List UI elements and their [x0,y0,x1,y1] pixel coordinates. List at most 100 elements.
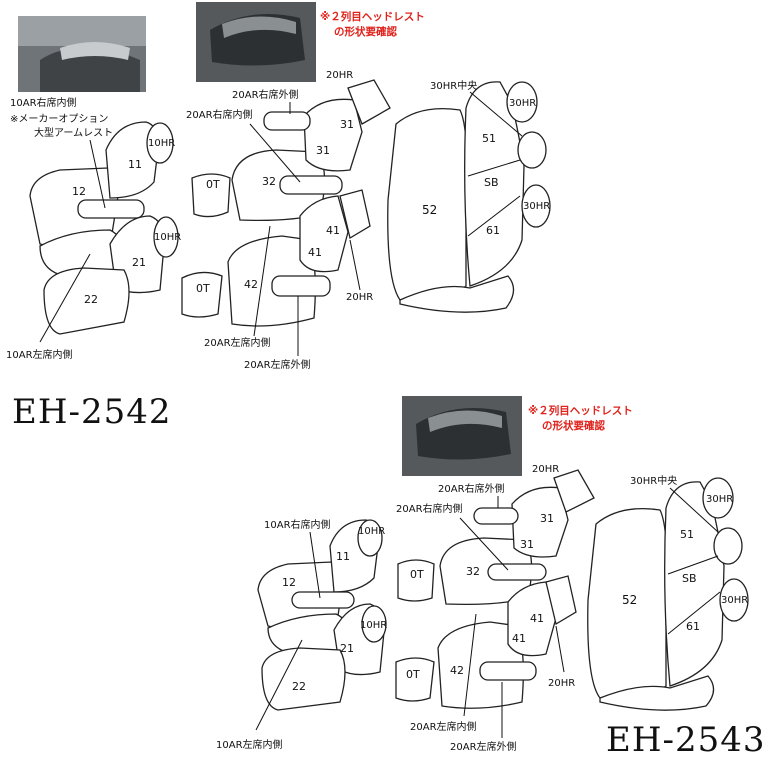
leader-10ar-left [39,253,91,343]
label-20ar-left-outer: 20AR左席外側 [244,358,311,371]
headrest-20hr-top [347,79,391,125]
front-seat-group [29,121,179,335]
leader-10ar-right [309,531,321,599]
seat-num-21: 21 [340,642,354,655]
label-10hr-b: 10HR [154,232,181,243]
headrest-30hr-center [517,131,547,169]
label-20ar-left-inner: 20AR左席内側 [204,336,271,349]
seat-41-back [299,195,349,273]
label-large-armrest: 大型アームレスト [34,126,113,139]
seat-num-11: 11 [336,550,350,563]
leader-armrest [89,139,106,209]
seat-num-51: 51 [482,132,496,145]
leader-10ar-left [255,639,303,731]
armrest-20ar-left-outer [271,275,331,297]
headrest-note-line1: ※２列目ヘッドレスト [320,10,425,23]
label-10ar-left-inner: 10AR左席内側 [6,348,73,361]
leader-20ar-right-inner [249,123,301,183]
label-10ar-left-inner: 10AR左席内側 [216,738,283,751]
armrest-20ar-right-outer [473,507,519,525]
headrest-10hr-front-a [146,122,174,164]
seat-num-42: 42 [244,278,258,291]
headrest-photo [196,2,316,82]
headrest-30hr-center [713,527,743,565]
label-10ar-right-inner: 10AR右席内側 [264,518,331,531]
bench-back-51-61 [464,81,525,287]
label-10ar-right-inner: 10AR右席内側 [10,96,77,109]
seat-num-42: 42 [450,664,464,677]
model-code-eh-2542: EH-2542 [12,392,172,432]
headrest-20hr-bottom [339,189,371,240]
headrest-10hr-front-b [153,216,179,258]
seat-31-back [303,98,363,172]
seat-num-12: 12 [282,576,296,589]
leader-20ar-right-inner [459,517,509,571]
seat-num-0t-a: 0T [206,178,220,191]
armrest-20ar-right-inner [279,175,343,195]
label-10hr-b: 10HR [360,620,387,631]
armrest-20ar-right-outer [263,111,311,131]
label-20ar-right-outer: 20AR右席外側 [232,88,299,101]
label-30hr-b: 30HR [523,201,550,212]
leader-30hr-center [469,91,523,137]
seat-num-sb: SB [484,176,499,189]
headrest-30hr-a [506,81,538,123]
label-20hr-top: 20HR [532,464,559,475]
headrest-10hr-front-a [357,519,383,557]
leader-30hr-center [669,487,719,533]
seat-num-31b: 31 [520,538,534,551]
label-10hr-a: 10HR [148,138,175,149]
ottoman-0t-b [181,271,223,318]
headrest-note-line2: の形状要確認 [334,25,397,38]
seat-num-32: 32 [466,565,480,578]
leader-20ar-left-inner [253,225,271,337]
label-20hr-top: 20HR [326,70,353,81]
headrest-30hr-b [521,184,551,228]
armrest-front [291,591,355,609]
label-20hr-bottom: 20HR [346,292,373,303]
label-20ar-right-inner: 20AR右席内側 [396,502,463,515]
leader-20ar-left-inner [463,613,477,717]
second-row-group [181,79,391,327]
seat-num-61: 61 [486,224,500,237]
seat-num-32: 32 [262,175,276,188]
label-20ar-right-outer: 20AR右席外側 [438,482,505,495]
divider-51-sb [667,555,719,575]
headrest-10hr-front-b [361,605,387,643]
seat-num-31a: 31 [340,118,354,131]
front-seat-group [257,519,387,711]
seat-num-31b: 31 [316,144,330,157]
seat-num-0t-a: 0T [410,568,424,581]
seat-num-52: 52 [622,593,637,607]
seat-num-sb: SB [682,572,697,585]
seat-22 [261,647,346,711]
label-maker-option: ※メーカーオプション [10,113,108,125]
seat-num-41a: 41 [530,612,544,625]
seat-diagram: ※２列目ヘッドレスト の形状要確認 10AR右席内側 ※メーカーオプション 大型… [6,2,551,371]
label-20hr-bottom: 20HR [548,678,575,689]
seat-num-51: 51 [680,528,694,541]
label-10hr-a: 10HR [358,526,385,537]
label-30hr-center: 30HR中央 [630,474,677,487]
headrest-20hr-bottom [545,575,577,626]
seat-num-22: 22 [84,293,98,306]
headrest-photo [402,396,522,476]
seat-22 [43,267,130,335]
diagram-panel-eh-2543: ※２列目ヘッドレスト の形状要確認 10AR右席内側 10HR 10HR 11 … [216,392,766,774]
ottoman-0t-a [397,559,435,602]
bench-back-51-61 [664,481,725,687]
model-code-eh-2543: EH-2543 [606,720,766,760]
bench-52 [587,507,668,701]
third-row-group [587,477,749,711]
label-30hr-a: 30HR [706,494,733,505]
label-30hr-a: 30HR [509,98,536,109]
ottoman-0t-a [191,173,231,218]
seat-num-0t-b: 0T [196,282,210,295]
headrest-20hr-top [553,469,595,513]
armrest-large [77,199,145,219]
ottoman-0t-b [395,657,435,702]
leader-20hr-bottom [555,625,565,673]
seat-num-11: 11 [128,158,142,171]
headrest-note-line1: ※２列目ヘッドレスト [528,404,633,417]
armrest-20ar-right-inner [487,563,547,581]
